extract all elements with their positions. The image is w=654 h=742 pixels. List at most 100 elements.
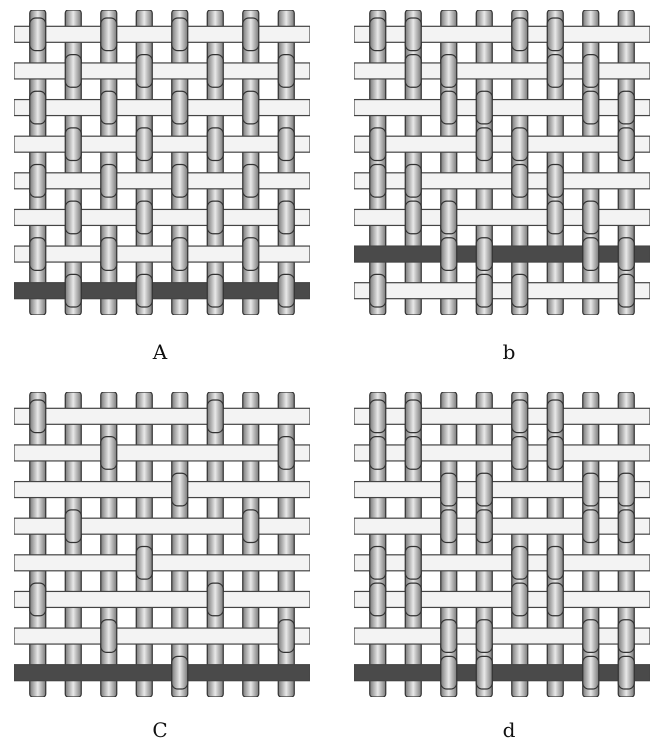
warp-float-a-2-0: [30, 91, 46, 124]
warp-float-a-1-7: [278, 55, 294, 88]
warp-float-d-5-0: [370, 583, 386, 616]
warp-float-d-1-5: [547, 437, 563, 470]
weft-thread-b-7: [354, 283, 650, 299]
warp-float-b-1-2: [441, 55, 457, 88]
weft-thread-b-5: [354, 209, 650, 225]
warp-float-b-5-2: [441, 201, 457, 234]
weft-thread-c-4: [14, 555, 310, 571]
panel-label-c: C: [130, 718, 190, 742]
warp-float-b-1-6: [583, 55, 599, 88]
warp-float-a-0-4: [172, 18, 188, 51]
warp-float-b-4-5: [547, 165, 563, 198]
dark-weft-thread-a-7: [14, 283, 310, 299]
weft-thread-a-0: [14, 26, 310, 42]
warp-float-b-0-0: [370, 18, 386, 51]
warp-float-b-1-1: [405, 55, 421, 88]
weft-thread-d-2: [354, 482, 650, 498]
warp-float-d-5-5: [547, 583, 563, 616]
weave-diagram-b: [354, 10, 650, 315]
warp-float-d-3-6: [583, 510, 599, 543]
warp-float-d-3-2: [441, 510, 457, 543]
warp-float-b-1-5: [547, 55, 563, 88]
weft-thread-c-3: [14, 518, 310, 534]
warp-float-c-5-0: [30, 583, 46, 616]
warp-float-d-6-2: [441, 620, 457, 653]
panel-label-b: b: [479, 340, 539, 364]
warp-float-d-6-3: [476, 620, 492, 653]
warp-float-a-5-7: [278, 201, 294, 234]
warp-thread-c-1: [65, 392, 81, 697]
warp-float-d-1-1: [405, 437, 421, 470]
warp-float-a-4-4: [172, 165, 188, 198]
warp-float-d-3-3: [476, 510, 492, 543]
warp-float-c-0-5: [207, 400, 223, 433]
warp-float-a-6-2: [101, 238, 117, 271]
warp-float-a-7-7: [278, 274, 294, 307]
warp-float-a-6-4: [172, 238, 188, 271]
warp-thread-c-5: [207, 392, 223, 697]
weft-thread-c-1: [14, 445, 310, 461]
warp-float-c-3-6: [243, 510, 259, 543]
weft-thread-a-5: [14, 209, 310, 225]
warp-float-c-7-4: [172, 656, 188, 689]
weft-thread-a-4: [14, 173, 310, 189]
warp-float-d-2-3: [476, 473, 492, 506]
warp-float-d-5-1: [405, 583, 421, 616]
warp-float-d-4-5: [547, 547, 563, 580]
warp-float-b-2-7: [618, 91, 634, 124]
warp-float-a-7-5: [207, 274, 223, 307]
panel-label-a: A: [130, 340, 190, 364]
weft-thread-a-6: [14, 246, 310, 262]
warp-float-a-7-1: [65, 274, 81, 307]
weft-thread-b-4: [354, 173, 650, 189]
warp-float-d-1-0: [370, 437, 386, 470]
warp-float-b-3-7: [618, 128, 634, 161]
warp-float-c-6-2: [101, 620, 117, 653]
weave-diagram-c: [14, 392, 310, 697]
warp-float-b-6-2: [441, 238, 457, 271]
warp-float-d-4-4: [512, 547, 528, 580]
warp-float-b-7-0: [370, 274, 386, 307]
warp-thread-c-0: [30, 392, 46, 697]
warp-float-a-5-3: [136, 201, 152, 234]
warp-float-b-4-4: [512, 165, 528, 198]
warp-float-a-2-6: [243, 91, 259, 124]
warp-float-a-4-2: [101, 165, 117, 198]
warp-float-a-5-5: [207, 201, 223, 234]
warp-float-a-0-2: [101, 18, 117, 51]
warp-thread-b-4: [512, 10, 528, 315]
warp-float-d-7-6: [583, 656, 599, 689]
weft-thread-d-0: [354, 408, 650, 424]
warp-float-d-6-6: [583, 620, 599, 653]
dark-weft-thread-b-6: [354, 246, 650, 262]
warp-float-a-6-0: [30, 238, 46, 271]
warp-float-b-4-1: [405, 165, 421, 198]
warp-float-c-1-2: [101, 437, 117, 470]
weft-thread-d-1: [354, 445, 650, 461]
warp-float-a-3-5: [207, 128, 223, 161]
warp-thread-c-3: [136, 392, 152, 697]
warp-float-b-6-7: [618, 238, 634, 271]
warp-float-d-2-7: [618, 473, 634, 506]
warp-float-a-2-2: [101, 91, 117, 124]
warp-float-b-0-5: [547, 18, 563, 51]
warp-float-a-4-0: [30, 165, 46, 198]
warp-float-a-1-1: [65, 55, 81, 88]
warp-float-b-5-6: [583, 201, 599, 234]
warp-float-c-1-7: [278, 437, 294, 470]
warp-float-b-7-7: [618, 274, 634, 307]
warp-float-a-1-5: [207, 55, 223, 88]
warp-float-b-3-4: [512, 128, 528, 161]
warp-thread-c-6: [243, 392, 259, 697]
weave-panel-c: [14, 392, 310, 697]
warp-float-d-7-7: [618, 656, 634, 689]
warp-float-d-0-4: [512, 400, 528, 433]
warp-float-d-0-1: [405, 400, 421, 433]
weft-thread-b-0: [354, 26, 650, 42]
warp-float-b-7-4: [512, 274, 528, 307]
weft-thread-d-4: [354, 555, 650, 571]
warp-float-d-0-0: [370, 400, 386, 433]
weft-thread-b-1: [354, 63, 650, 79]
warp-float-c-0-0: [30, 400, 46, 433]
